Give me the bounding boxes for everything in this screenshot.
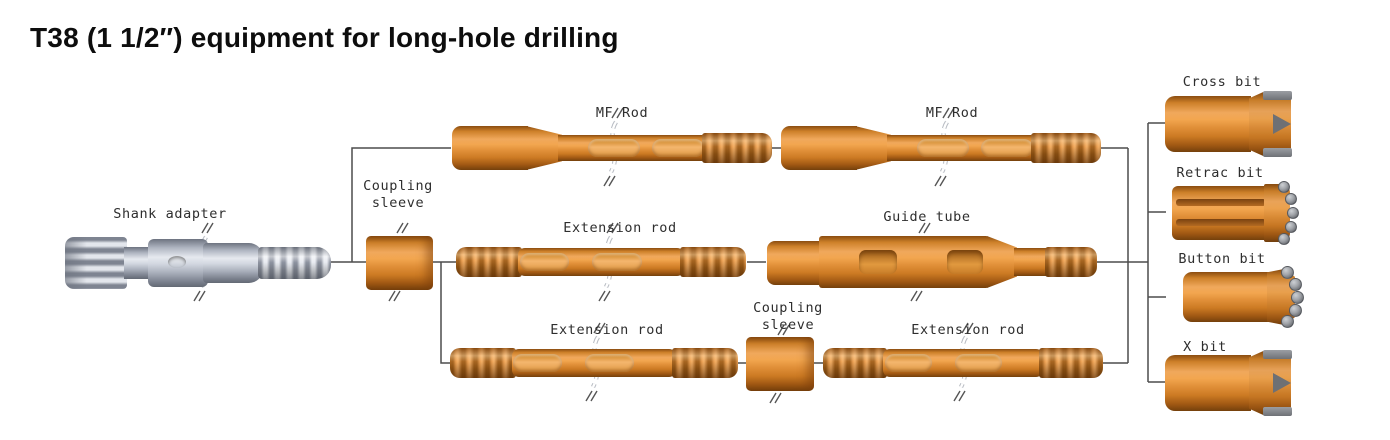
retrac-bit-button	[1285, 221, 1297, 233]
button-bit	[1183, 266, 1313, 328]
guide-tube-taper	[987, 236, 1017, 288]
guide-tube-neck	[1014, 248, 1049, 276]
x-bit-insert	[1263, 407, 1292, 416]
x-bit-label: X bit	[1183, 339, 1227, 355]
button-bit-body	[1183, 272, 1269, 322]
cross-bit	[1165, 91, 1295, 157]
mf-rod-2-label: MF Rod	[925, 105, 979, 121]
coupling-sleeve-top	[366, 236, 433, 290]
guide-tube-recess	[859, 250, 897, 274]
cross-bit-insert	[1263, 148, 1292, 157]
guide-tube-recess	[947, 250, 983, 274]
retrac-bit	[1172, 181, 1302, 245]
guide-tube-collar	[767, 241, 821, 285]
extension-rod-mid	[456, 236, 746, 288]
mf-rod-1-label: MF Rod	[595, 105, 649, 121]
mf-rod-taper	[855, 126, 891, 170]
button-bit-button	[1289, 304, 1302, 317]
cross-bit-insert	[1263, 91, 1292, 100]
extension-rod-thread	[1039, 348, 1103, 378]
retrac-bit-head	[1264, 184, 1290, 242]
x-bit-body	[1165, 355, 1251, 411]
button-bit-button	[1281, 315, 1294, 328]
button-bit-button	[1291, 291, 1304, 304]
mf-rod-flat	[588, 139, 640, 157]
extension-rod-flat	[884, 354, 933, 372]
extension-rod-thread	[823, 348, 887, 378]
extension-rod-flat	[592, 253, 642, 271]
extension-rod-thread	[450, 348, 516, 378]
mf-rod-female-end	[452, 126, 528, 170]
mf-rod-taper	[526, 126, 562, 170]
button-bit-button	[1289, 278, 1302, 291]
retrac-bit-label: Retrac bit	[1176, 165, 1264, 181]
extension-rod-mid-label: Extension rod	[563, 220, 677, 236]
shank-flushing-hole	[168, 256, 186, 268]
extension-rod-thread	[456, 247, 522, 277]
shank-adapter-label: Shank adapter	[113, 206, 227, 222]
button-bit-label: Button bit	[1178, 251, 1266, 267]
retrac-bit-body	[1172, 186, 1268, 240]
cross-bit-body	[1165, 96, 1251, 152]
extension-rod-bottom-right-label: Extension rod	[911, 322, 1025, 338]
page-title: T38 (1 1/2″) equipment for long-hole dri…	[30, 22, 619, 53]
guide-tube-label: Guide tube	[883, 209, 971, 225]
shank-spline-head	[65, 237, 127, 289]
mf-rod-1	[452, 122, 772, 174]
retrac-bit-button	[1278, 233, 1290, 245]
extension-rod-thread	[672, 348, 738, 378]
cross-bit-label: Cross bit	[1182, 74, 1262, 90]
shank-mid-section	[203, 243, 263, 283]
retrac-bit-button	[1278, 181, 1290, 193]
x-bit	[1165, 350, 1295, 416]
mf-rod-flat	[981, 139, 1033, 157]
mf-rod-female-end	[781, 126, 857, 170]
extension-rod-bottom-left	[450, 337, 738, 389]
extension-rod-bottom-left-label: Extension rod	[550, 322, 664, 338]
extension-rod-bottom-right	[823, 337, 1103, 389]
coupling-sleeve-bottom-label: Coupling sleeve	[753, 300, 823, 333]
mf-rod-flat	[917, 139, 969, 157]
button-bit-button	[1281, 266, 1294, 279]
extension-rod-flat	[513, 354, 563, 372]
coupling-sleeve-bottom	[746, 337, 814, 391]
retrac-bit-button	[1285, 193, 1297, 205]
retrac-groove	[1176, 219, 1266, 226]
x-bit-insert	[1263, 350, 1292, 359]
coupling-sleeve-top-label: Coupling sleeve	[363, 178, 433, 211]
mf-rod-2	[781, 122, 1101, 174]
mf-rod-male-thread	[1031, 133, 1101, 163]
shank-thread-end	[258, 247, 331, 279]
mf-rod-flat	[652, 139, 704, 157]
extension-rod-thread	[680, 247, 746, 277]
retrac-bit-button	[1287, 207, 1299, 219]
extension-rod-flat	[954, 354, 1003, 372]
guide-tube	[767, 234, 1097, 290]
guide-tube-thread	[1045, 247, 1097, 277]
extension-rod-flat	[585, 354, 635, 372]
mf-rod-male-thread	[702, 133, 772, 163]
extension-rod-flat	[519, 253, 570, 271]
retrac-groove	[1176, 199, 1266, 206]
shank-adapter	[65, 230, 331, 296]
